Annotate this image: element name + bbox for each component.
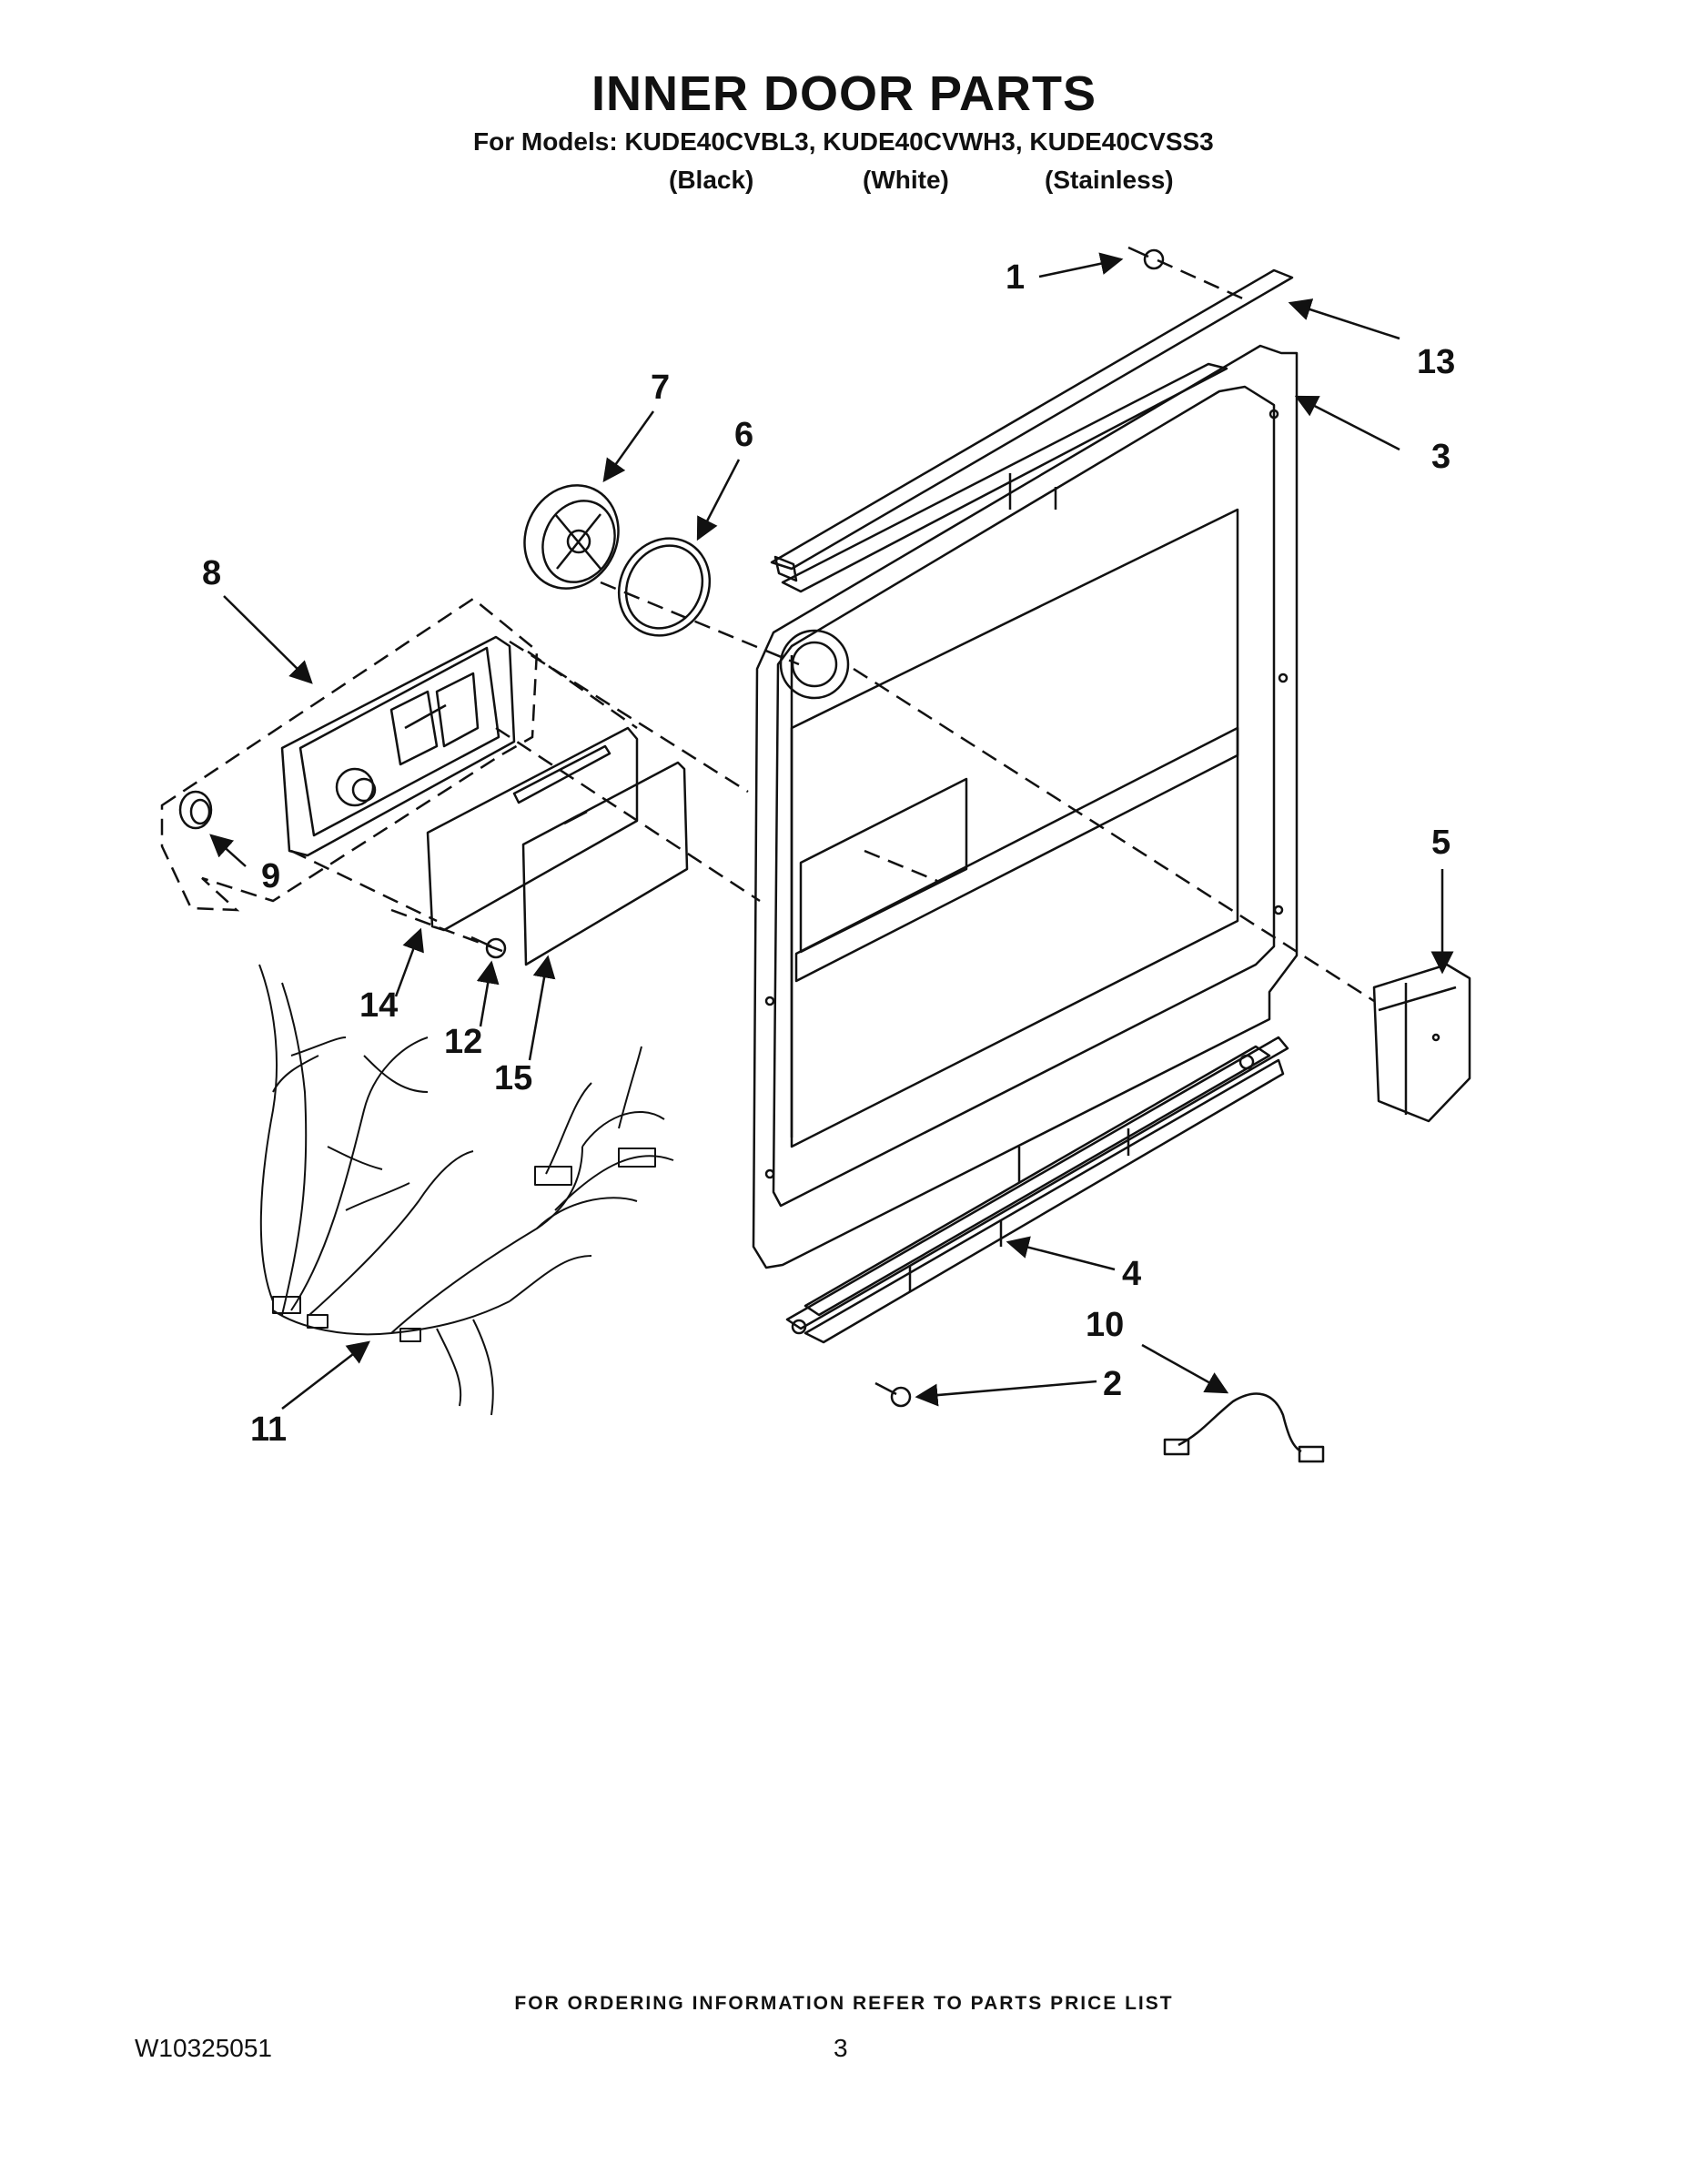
callout-5: 5 bbox=[1431, 824, 1450, 862]
variant-stainless: (Stainless) bbox=[1045, 166, 1174, 194]
callout-13: 13 bbox=[1417, 343, 1455, 381]
callout-10: 10 bbox=[1086, 1306, 1124, 1344]
page-title: INNER DOOR PARTS bbox=[591, 66, 1097, 121]
ordering-note: FOR ORDERING INFORMATION REFER TO PARTS … bbox=[514, 1993, 1174, 2014]
callout-12: 12 bbox=[444, 1023, 482, 1061]
model-list: For Models: KUDE40CVBL3, KUDE40CVWH3, KU… bbox=[473, 127, 1214, 156]
callout-6: 6 bbox=[734, 416, 753, 454]
control-console-housing bbox=[280, 635, 516, 857]
screw-2 bbox=[874, 1381, 912, 1408]
variant-black: (Black) bbox=[669, 166, 754, 194]
callout-11: 11 bbox=[250, 1410, 287, 1449]
control-board bbox=[521, 761, 689, 966]
vent-cover bbox=[1372, 963, 1471, 1123]
wire-harness bbox=[258, 964, 674, 1416]
bottom-door-rail bbox=[785, 1036, 1289, 1344]
callout-3: 3 bbox=[1431, 438, 1450, 476]
callout-15: 15 bbox=[494, 1059, 532, 1097]
callout-9: 9 bbox=[261, 857, 280, 895]
screw-1 bbox=[1127, 246, 1165, 270]
page-number: 3 bbox=[834, 2034, 848, 2062]
console-assembly-outline bbox=[160, 597, 539, 912]
gasket-ring bbox=[617, 537, 712, 637]
door-trim-strip bbox=[770, 268, 1294, 582]
callout-labels: 1 2 3 4 5 6 7 8 9 10 11 12 13 14 15 bbox=[202, 258, 1455, 1449]
control-knob bbox=[178, 790, 213, 830]
dispenser-cap bbox=[523, 484, 620, 590]
callout-8: 8 bbox=[202, 554, 221, 592]
callout-7: 7 bbox=[651, 369, 670, 407]
callout-14: 14 bbox=[359, 986, 398, 1025]
callout-1: 1 bbox=[1006, 258, 1025, 297]
callout-4: 4 bbox=[1122, 1255, 1141, 1293]
sensor-cable bbox=[1163, 1392, 1325, 1463]
inner-door-panel bbox=[752, 344, 1299, 1269]
callout-2: 2 bbox=[1103, 1365, 1122, 1403]
variant-white: (White) bbox=[863, 166, 949, 194]
document-number: W10325051 bbox=[135, 2034, 273, 2062]
